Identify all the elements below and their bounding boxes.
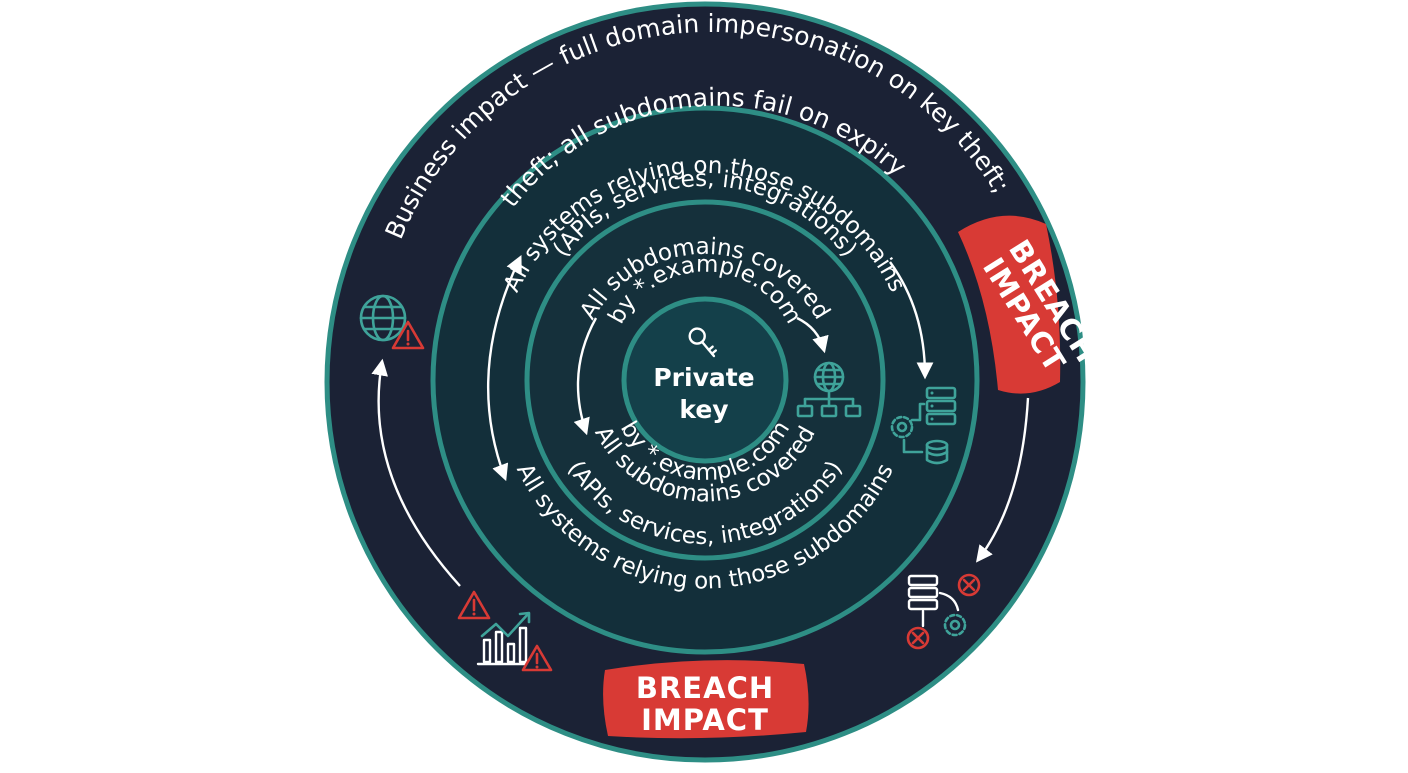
outer-arrow-left-up: [371, 358, 461, 587]
ring2-arrow-top-right: [889, 261, 934, 380]
key-icon: [688, 327, 718, 358]
server-failure-icon: [906, 573, 981, 650]
breach-impact-badge-bottom: BREACH IMPACT: [603, 660, 809, 739]
ring1-arrow-top-right: [796, 316, 829, 354]
badge-bottom-line1: BREACH: [636, 671, 774, 705]
chart-warning-icon: [457, 590, 553, 672]
outer-arrow-right-down: [975, 397, 1030, 563]
core-label-line2: key: [679, 395, 728, 424]
globe-warning-icon: [359, 294, 425, 350]
core-circle: [621, 296, 789, 464]
ring2-arrow-left-double: [486, 254, 522, 482]
network-globe-icon: [796, 361, 862, 418]
badge-bottom-line2: IMPACT: [641, 703, 769, 737]
ring1-arrow-left-down: [573, 317, 598, 436]
server-gear-database-icon: [890, 386, 957, 465]
core-label-line1: Private: [653, 363, 754, 392]
